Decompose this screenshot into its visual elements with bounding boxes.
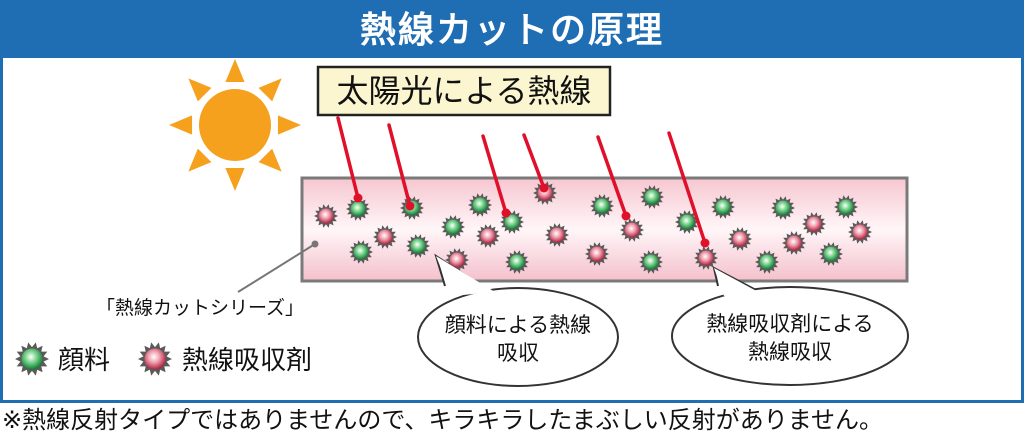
- sun-icon: [169, 59, 301, 191]
- header-bar: 熱線カットの原理: [3, 3, 1021, 58]
- absorber-particle-icon: [620, 218, 644, 242]
- sun-ray-icon: [169, 115, 193, 135]
- absorber-callout-bubble: 熱線吸収剤による 熱線吸収: [671, 266, 909, 386]
- heat-ray-end: [539, 183, 549, 193]
- heat-ray-end: [353, 193, 363, 203]
- pigment-callout-line-1: 顔料による熱線: [445, 313, 591, 337]
- pigment-callout-line-2: 吸収: [497, 341, 539, 365]
- sun-ray-icon: [188, 78, 212, 102]
- heat-ray: [667, 131, 707, 245]
- pigment-particle-icon: [15, 342, 49, 376]
- heat-ray-end: [700, 238, 710, 248]
- pigment-particle-icon: [819, 242, 843, 266]
- film-label: 「熱線カットシリーズ」: [96, 297, 304, 319]
- sun-ray-icon: [258, 148, 282, 172]
- pigment-particle-icon: [834, 195, 858, 219]
- pigment-particle-icon: [468, 193, 492, 217]
- heat-ray: [387, 123, 412, 208]
- pigment-particle-icon: [15, 342, 49, 376]
- sun-ray-icon: [258, 78, 282, 102]
- absorber-particle-icon: [585, 242, 609, 266]
- legend-absorber-label: 熱線吸収剤: [182, 346, 312, 376]
- absorber-particle-icon: [848, 220, 872, 244]
- legend-pigment-label: 顔料: [58, 346, 110, 376]
- pigment-particle-icon: [346, 197, 370, 221]
- absorber-particle-icon: [782, 231, 806, 255]
- sun-ray-icon: [225, 167, 245, 191]
- footnote: ※熱線反射タイプではありませんので、キラキラしたまぶしい反射がありません。: [2, 406, 883, 434]
- page-title: 熱線カットの原理: [359, 10, 664, 51]
- pigment-particle-icon: [441, 215, 465, 239]
- absorber-particle-icon: [476, 224, 500, 248]
- heat-ray: [522, 133, 546, 190]
- absorber-particle-icon: [314, 204, 338, 228]
- heat-ray-group: [336, 116, 710, 248]
- heat-ray-end: [405, 201, 415, 211]
- pigment-particle-icon: [639, 250, 663, 274]
- sunlight-label-box: 太陽光による熱線: [316, 65, 612, 117]
- pigment-particle-icon: [675, 210, 699, 234]
- sun-ray-icon: [188, 148, 212, 172]
- pigment-callout-bubble: 顔料による熱線 吸収: [417, 253, 619, 387]
- film-leader-line: [237, 240, 319, 293]
- absorber-callout-line-1: 熱線吸収剤による: [706, 312, 873, 336]
- absorber-particle-icon: [694, 246, 718, 270]
- pigment-particle-icon: [590, 194, 614, 218]
- pigment-particle-icon: [711, 195, 735, 219]
- absorber-particle-icon: [802, 212, 826, 236]
- sun-ray-icon: [277, 115, 301, 135]
- absorber-particle-icon: [373, 225, 397, 249]
- absorber-callout-line-2: 熱線吸収: [748, 340, 832, 364]
- absorber-particle-icon: [138, 342, 172, 376]
- absorber-particle-icon: [138, 342, 172, 376]
- absorber-particle-icon: [545, 223, 569, 247]
- heat-ray: [336, 116, 360, 200]
- pigment-particle-icon: [771, 196, 795, 220]
- pigment-particle-icon: [406, 234, 430, 258]
- pigment-particle-icon: [505, 250, 529, 274]
- heat-ray-end: [501, 208, 511, 218]
- sun-ray-icon: [225, 59, 245, 83]
- sunlight-label: 太陽光による熱線: [336, 72, 591, 110]
- heat-ray: [481, 134, 508, 215]
- sun-disc-icon: [199, 89, 271, 161]
- absorber-particle-icon: [728, 227, 752, 251]
- pigment-particle-icon: [755, 250, 779, 274]
- heat-ray: [596, 135, 628, 218]
- pigment-particle-icon: [640, 185, 664, 209]
- pigment-particle-icon: [349, 240, 373, 264]
- heat-ray-end: [621, 211, 631, 221]
